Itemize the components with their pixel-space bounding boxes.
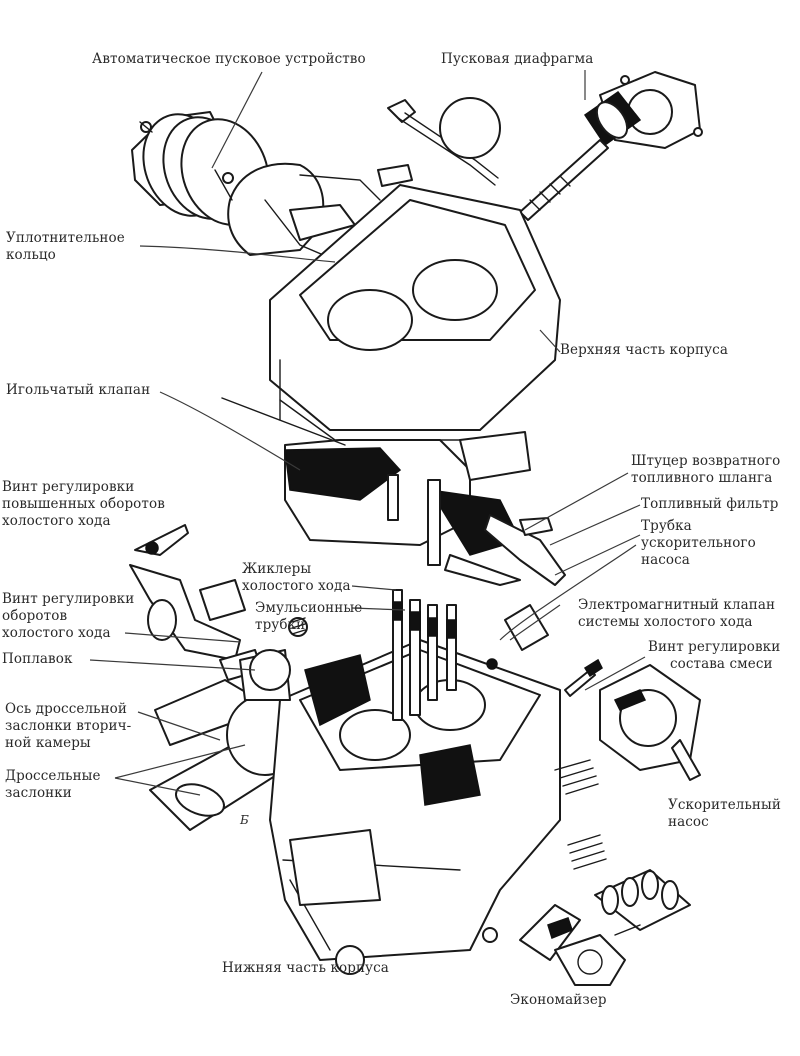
label-auto-starter: Автоматическое пусковое устройство [92,51,366,67]
start-diaphragm-drawing [519,71,703,221]
label-economizer: Экономайзер [510,992,607,1008]
lever-parts-drawing [299,97,501,201]
label-float: Поплавок [2,651,73,667]
label-lower-body: Нижняя часть корпуса [222,960,389,976]
label-mixture-screw: Винт регулировки состава смеси [648,639,781,672]
label-mark-b: Б [240,813,249,827]
lower-body-drawing [239,589,603,975]
label-start-diaphragm: Пусковая диафрагма [441,51,594,67]
label-throttle-axis: Ось дроссельной заслонки вторич- ной кам… [5,701,132,751]
leader-lines [89,70,646,796]
upper-body-drawing [221,184,566,586]
auto-starter-drawing [131,111,356,261]
label-fast-idle-screw: Винт регулировки повышенных оборотов хол… [2,479,165,529]
label-upper-body: Верхняя часть корпуса [560,342,728,358]
label-throttle-valves: Дроссельные заслонки [5,768,101,801]
label-idle-jets: Жиклеры холостого хода [242,561,351,594]
label-emulsion-tubes: Эмульсионные трубки [255,600,363,633]
label-fuel-filter: Топливный фильтр [641,496,779,512]
label-solenoid-valve: Электромагнитный клапан системы холостог… [578,597,776,630]
economizer-drawing [519,904,641,986]
label-pump-tube: Трубка ускорительного насоса [641,518,756,568]
label-seal-ring: Уплотнительное кольцо [6,230,125,263]
label-needle-valve: Игольчатый клапан [6,382,151,398]
label-accel-pump: Ускорительный насос [668,797,781,830]
accel-pump-drawing [554,664,701,931]
left-linkage-drawing [129,524,311,831]
label-idle-speed-screw: Винт регулировки оборотов холостого хода [2,591,135,641]
label-return-fitting: Штуцер возвратного топливного шланга [631,453,781,486]
